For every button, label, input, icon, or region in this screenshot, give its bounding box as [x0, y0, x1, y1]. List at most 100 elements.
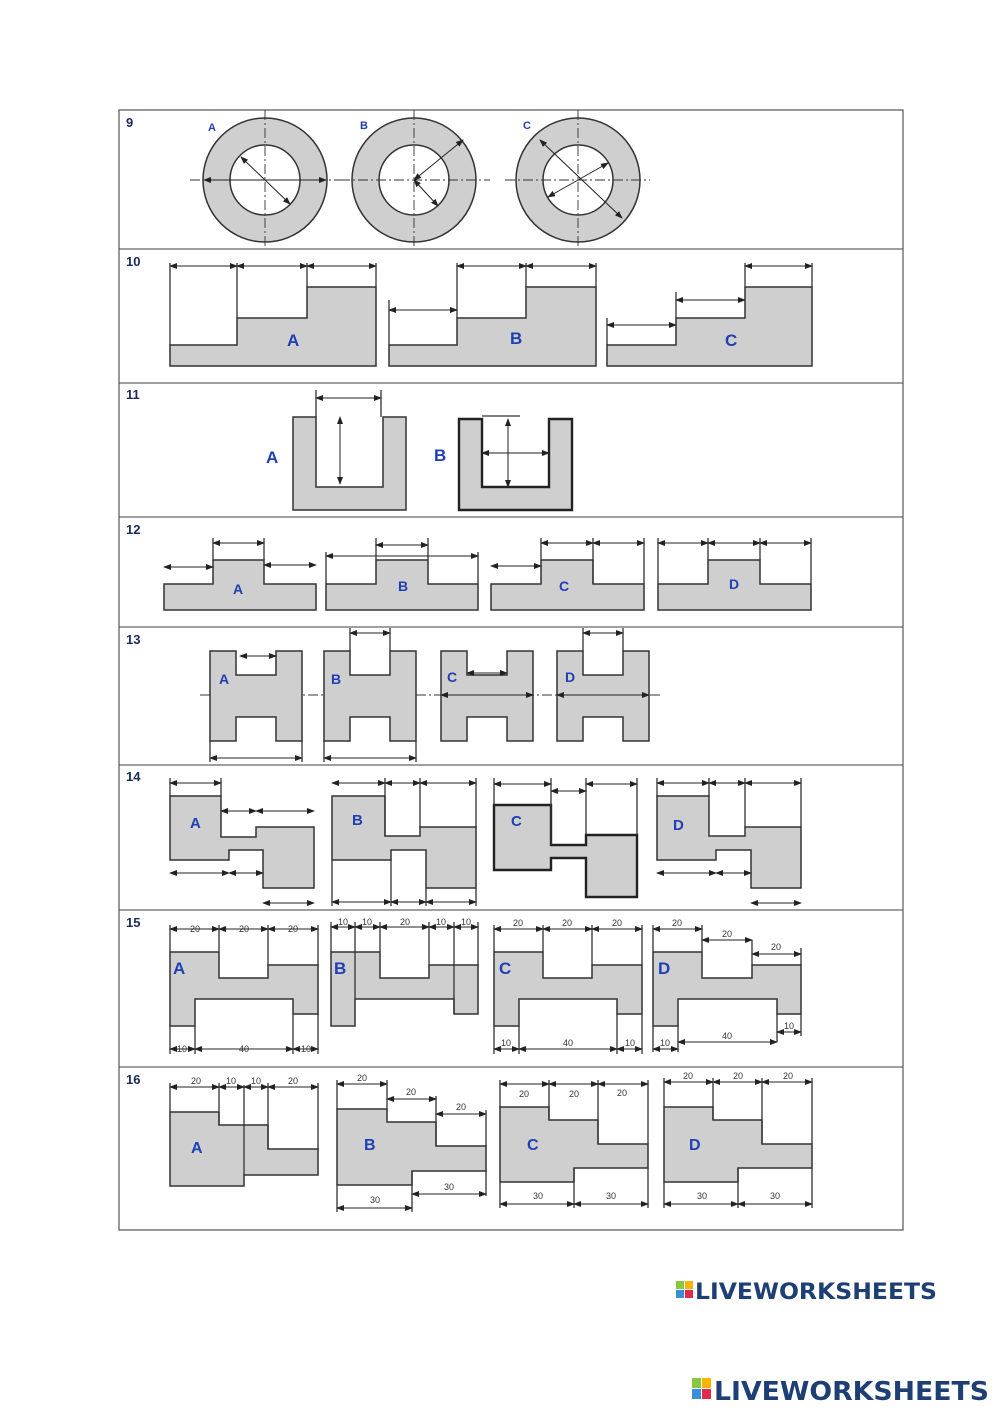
svg-text:30: 30: [697, 1191, 707, 1201]
svg-text:20: 20: [357, 1073, 367, 1083]
question-table: [118, 109, 904, 1231]
svg-text:A: A: [191, 1140, 203, 1157]
q13-option-a[interactable]: A: [209, 650, 303, 762]
q15-option-b[interactable]: 10 10 20 10 10 B: [330, 917, 479, 1027]
svg-text:A: A: [219, 671, 229, 687]
svg-text:B: B: [334, 959, 346, 978]
q14-option-a[interactable]: A: [169, 778, 315, 906]
svg-text:30: 30: [606, 1191, 616, 1201]
svg-text:30: 30: [370, 1195, 380, 1205]
q14-option-d[interactable]: D: [656, 778, 802, 906]
svg-text:C: C: [725, 331, 737, 350]
svg-text:30: 30: [533, 1191, 543, 1201]
svg-text:10: 10: [660, 1038, 670, 1048]
svg-text:40: 40: [239, 1044, 249, 1054]
svg-text:20: 20: [513, 918, 523, 928]
svg-text:40: 40: [722, 1031, 732, 1041]
svg-text:20: 20: [783, 1071, 793, 1081]
svg-text:C: C: [527, 1137, 539, 1154]
svg-text:20: 20: [569, 1089, 579, 1099]
svg-text:40: 40: [563, 1038, 573, 1048]
svg-text:C: C: [447, 669, 457, 685]
svg-text:20: 20: [733, 1071, 743, 1081]
q14-option-c[interactable]: C: [492, 778, 639, 899]
svg-text:20: 20: [239, 924, 249, 934]
svg-text:B: B: [331, 671, 341, 687]
svg-text:B: B: [352, 812, 363, 829]
q10-option-a[interactable]: A: [169, 263, 377, 367]
svg-text:LIVEWORKSHEETS: LIVEWORKSHEETS: [695, 1280, 937, 1305]
svg-text:10: 10: [501, 1038, 511, 1048]
svg-text:20: 20: [771, 942, 781, 952]
q12-option-a[interactable]: A: [163, 538, 317, 611]
svg-text:D: D: [729, 576, 739, 592]
q11-option-b[interactable]: B: [434, 415, 574, 512]
q12-option-b[interactable]: B: [325, 538, 479, 611]
svg-text:A: A: [266, 448, 278, 467]
question-number-11: 11: [126, 387, 140, 402]
svg-text:20: 20: [406, 1087, 416, 1097]
liveworksheets-logo-footer: LIVEWORKSHEETS: [692, 1377, 989, 1407]
question-number-13: 13: [126, 632, 140, 647]
svg-text:C: C: [523, 120, 531, 132]
svg-text:D: D: [658, 959, 670, 978]
q10-option-c[interactable]: C: [606, 263, 813, 367]
q14-option-b[interactable]: B: [331, 778, 477, 906]
liveworksheets-logo: LIVEWORKSHEETS: [676, 1280, 937, 1305]
svg-text:20: 20: [612, 918, 622, 928]
svg-text:20: 20: [400, 917, 410, 927]
svg-text:10: 10: [177, 1044, 187, 1054]
svg-text:B: B: [434, 446, 446, 465]
q9-option-c[interactable]: C: [505, 110, 650, 246]
svg-text:10: 10: [625, 1038, 635, 1048]
svg-text:20: 20: [672, 918, 682, 928]
svg-text:B: B: [360, 120, 368, 132]
svg-text:10: 10: [226, 1076, 236, 1086]
q13-option-d[interactable]: D: [556, 628, 650, 742]
svg-text:C: C: [499, 959, 511, 978]
q9-option-a[interactable]: A: [190, 110, 340, 246]
svg-text:10: 10: [436, 917, 446, 927]
svg-text:D: D: [565, 669, 575, 685]
question-number-12: 12: [126, 522, 140, 537]
question-number-16: 16: [126, 1072, 140, 1087]
svg-text:C: C: [559, 578, 569, 594]
row-dividers: [119, 248, 903, 1068]
svg-text:A: A: [287, 331, 299, 350]
question-number-15: 15: [126, 915, 140, 930]
q16-option-a[interactable]: 20 10 10 20 A: [169, 1076, 319, 1187]
svg-text:20: 20: [191, 1076, 201, 1086]
svg-text:10: 10: [461, 917, 471, 927]
svg-text:B: B: [510, 329, 522, 348]
q12-option-d[interactable]: D: [657, 538, 812, 611]
svg-text:20: 20: [190, 924, 200, 934]
q10-option-b[interactable]: B: [388, 263, 597, 367]
q13-option-c[interactable]: C: [440, 650, 534, 742]
svg-text:10: 10: [362, 917, 372, 927]
svg-text:10: 10: [251, 1076, 261, 1086]
svg-text:20: 20: [288, 1076, 298, 1086]
svg-text:A: A: [190, 815, 201, 832]
svg-text:LIVEWORKSHEETS: LIVEWORKSHEETS: [714, 1377, 989, 1407]
svg-text:20: 20: [288, 924, 298, 934]
svg-text:10: 10: [301, 1044, 311, 1054]
svg-text:B: B: [364, 1137, 376, 1154]
svg-text:A: A: [208, 122, 216, 134]
q13-option-b[interactable]: B: [323, 628, 417, 762]
q9-option-b[interactable]: B: [340, 110, 490, 246]
q11-option-a[interactable]: A: [266, 390, 407, 511]
question-number-10: 10: [126, 254, 140, 269]
svg-text:B: B: [398, 578, 408, 594]
svg-text:C: C: [511, 813, 522, 830]
svg-text:D: D: [673, 817, 684, 834]
svg-text:20: 20: [722, 929, 732, 939]
svg-text:10: 10: [338, 917, 348, 927]
q12-option-c[interactable]: C: [490, 538, 645, 611]
